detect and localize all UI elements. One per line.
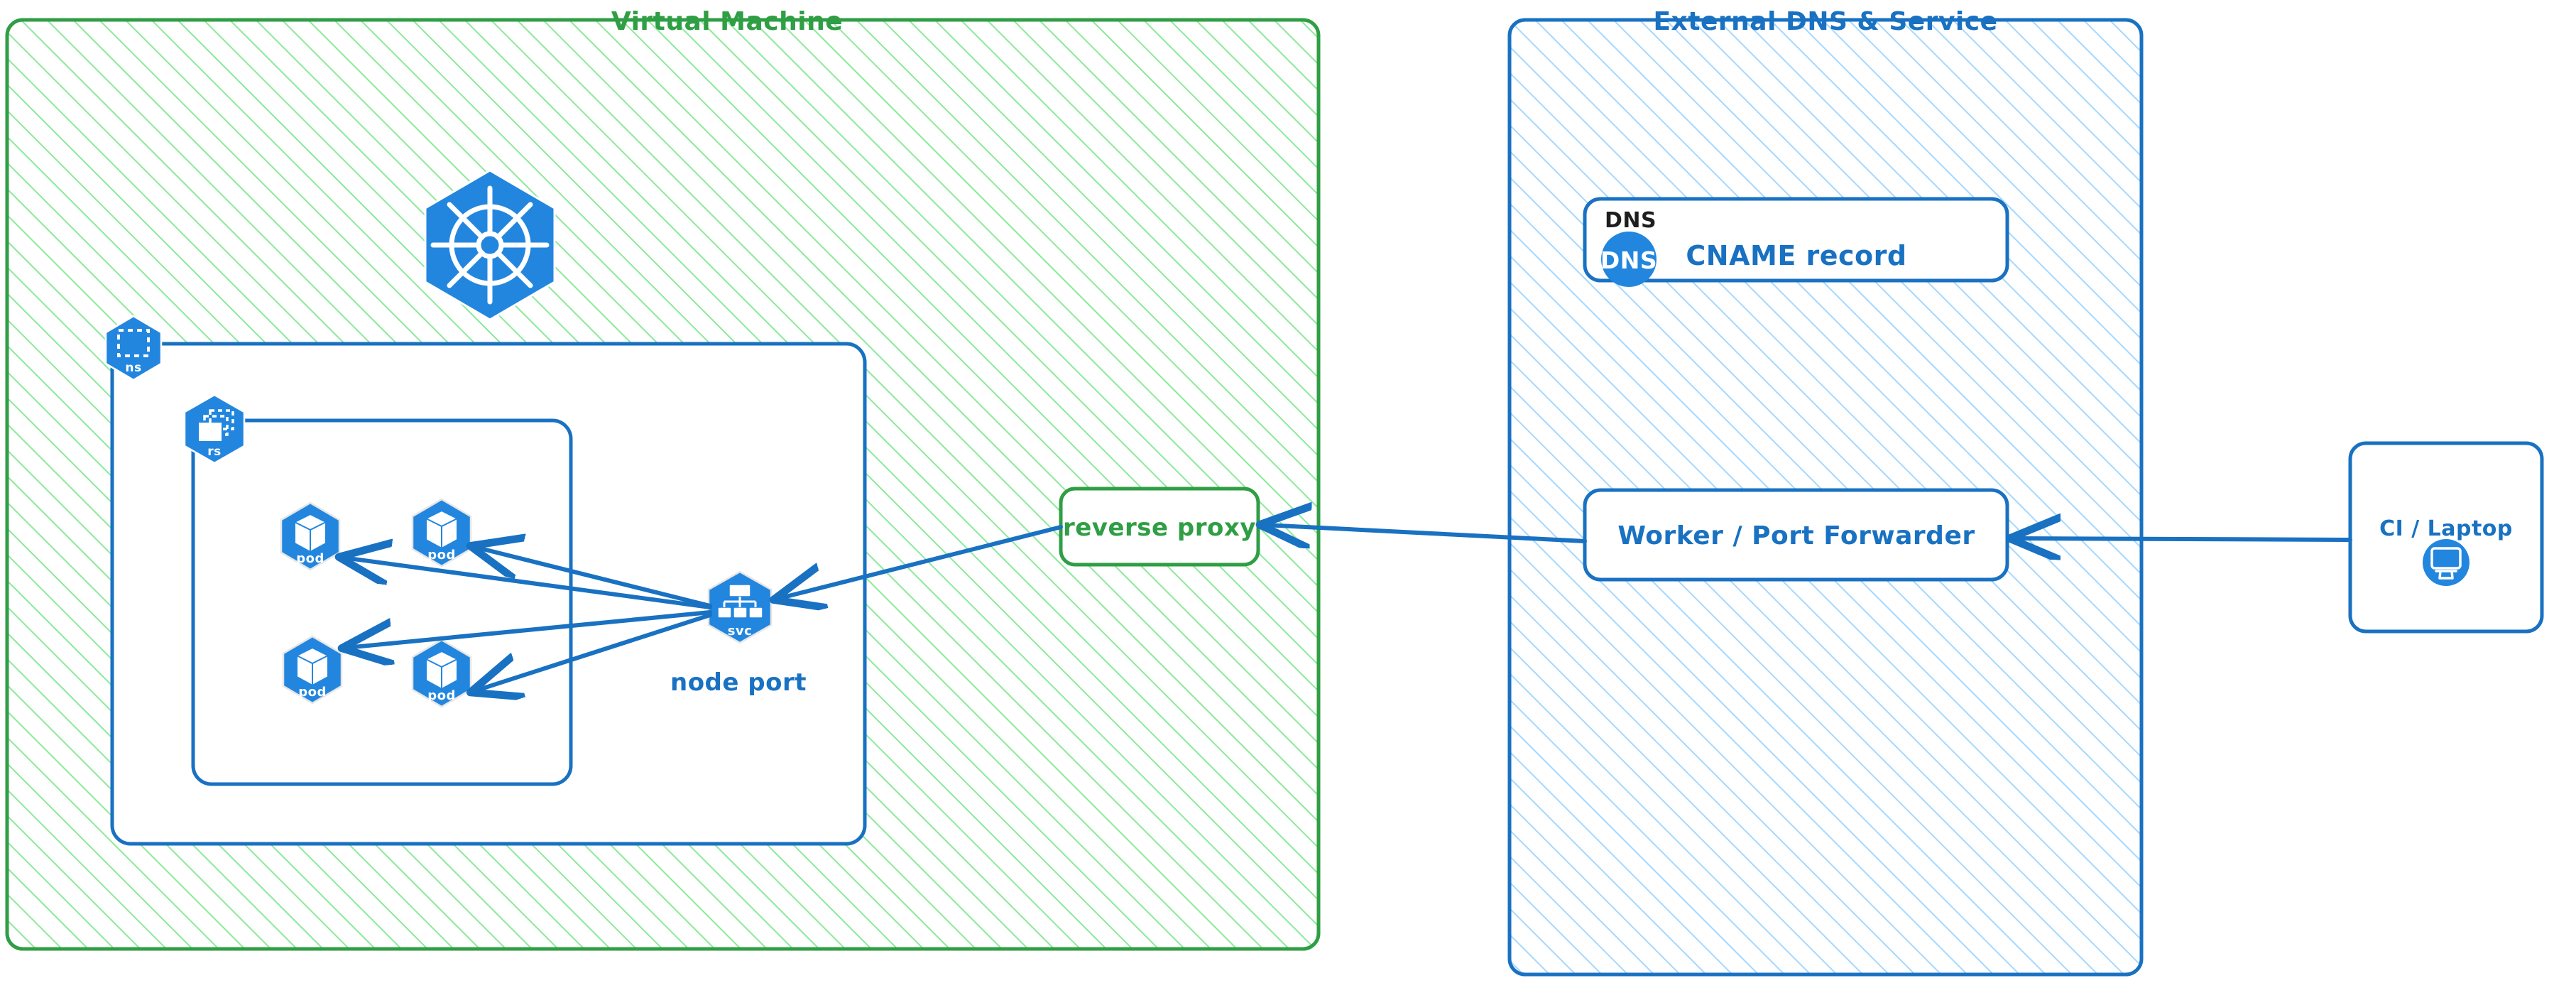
dns-card-body: CNAME record [1686, 240, 1906, 271]
replicaset-badge: rs [183, 393, 246, 465]
pod-4-label: pod [427, 688, 456, 703]
pod-1-label: pod [296, 551, 324, 566]
kubernetes-logo [424, 169, 556, 321]
dns-circle-icon [1601, 232, 1657, 287]
replicaset-badge-label: rs [207, 445, 222, 459]
pod-3: pod [282, 635, 343, 705]
namespace-badge: ns [104, 315, 163, 381]
arrow-svc-to-pod2 [474, 547, 712, 608]
pod-1: pod [280, 501, 341, 571]
vm-panel-title: Virtual Machine [611, 7, 843, 36]
dns-card[interactable]: DNS [1583, 197, 2009, 287]
ci-laptop-card[interactable] [2348, 441, 2544, 634]
worker-card-label: Worker / Port Forwarder [1617, 521, 1975, 550]
arrow-svc-to-pod3 [346, 610, 712, 648]
pod-4: pod [411, 639, 472, 708]
pod-3-label: pod [298, 685, 327, 700]
arrow-ci-to-worker [2014, 538, 2352, 540]
arrow-worker-to-reverseproxy [1264, 525, 1587, 541]
arrow-svc-to-pod1 [343, 558, 712, 609]
pod-2: pod [411, 498, 472, 567]
namespace-badge-label: ns [125, 361, 141, 375]
external-panel-title: External DNS & Service [1653, 7, 1997, 36]
pod-2-label: pod [427, 548, 456, 563]
node-port-caption: node port [670, 668, 807, 697]
dns-icon-label: DNS [1600, 246, 1657, 274]
ci-laptop-label: CI / Laptop [2379, 516, 2513, 541]
reverse-proxy-label: reverse proxy [1063, 514, 1256, 542]
connections [343, 525, 2352, 691]
service-badge-label: svc [728, 624, 753, 639]
arrow-reverseproxy-to-svc [777, 525, 1063, 599]
arrow-svc-to-pod4 [474, 613, 712, 691]
desktop-monitor-icon [2423, 539, 2469, 586]
dns-card-title: DNS [1605, 208, 1657, 233]
